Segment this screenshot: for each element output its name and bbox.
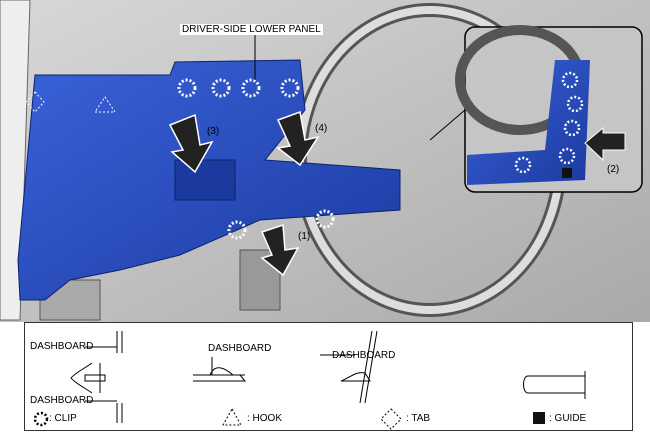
tab-dashboard-label: DASHBOARD: [332, 350, 396, 361]
legend-hook-label: : HOOK: [247, 413, 283, 424]
hook-dashboard-label: DASHBOARD: [208, 343, 272, 354]
clip-markers: [177, 78, 335, 240]
clip-dashboard-top-label: DASHBOARD: [30, 341, 94, 352]
tab-icon: [380, 408, 402, 430]
step-label-4: (4): [315, 123, 328, 134]
clip-icon: [33, 411, 49, 427]
step-label-3: (3): [207, 126, 220, 137]
clip-icon: [280, 78, 300, 98]
hook-icon: [222, 407, 242, 426]
arrow-4-icon: [276, 110, 320, 167]
callout-driver-side-lower-panel: DRIVER-SIDE LOWER PANEL: [180, 24, 323, 35]
clip-icon: [227, 220, 247, 240]
legend-diagrams: [33, 330, 586, 430]
legend: DASHBOARD DASHBOARD DASHBOARD DASHBOARD …: [24, 322, 633, 431]
hook-marker-icon: [94, 96, 116, 113]
tab-marker-icon: [25, 91, 45, 113]
inset-detail: [429, 25, 643, 193]
clip-icon: [177, 78, 197, 98]
clip-icon: [211, 78, 231, 98]
guide-icon: [562, 168, 572, 178]
clip-icon: [241, 78, 261, 98]
step-label-2: (2): [607, 164, 620, 175]
legend-guide-label: : GUIDE: [549, 413, 587, 424]
clip-dashboard-bottom-label: DASHBOARD: [30, 395, 94, 406]
arrow-1-icon: [260, 223, 300, 277]
legend-clip-label: : CLIP: [49, 413, 77, 424]
arrow-2-icon: [584, 126, 626, 162]
removal-arrows: [168, 110, 320, 277]
clip-icon: [315, 209, 335, 229]
legend-tab-label: : TAB: [406, 413, 431, 424]
guide-icon: [533, 412, 545, 424]
step-label-1: (1): [298, 231, 311, 242]
clip-cross-section: [70, 362, 106, 394]
arrow-3-icon: [168, 113, 214, 174]
